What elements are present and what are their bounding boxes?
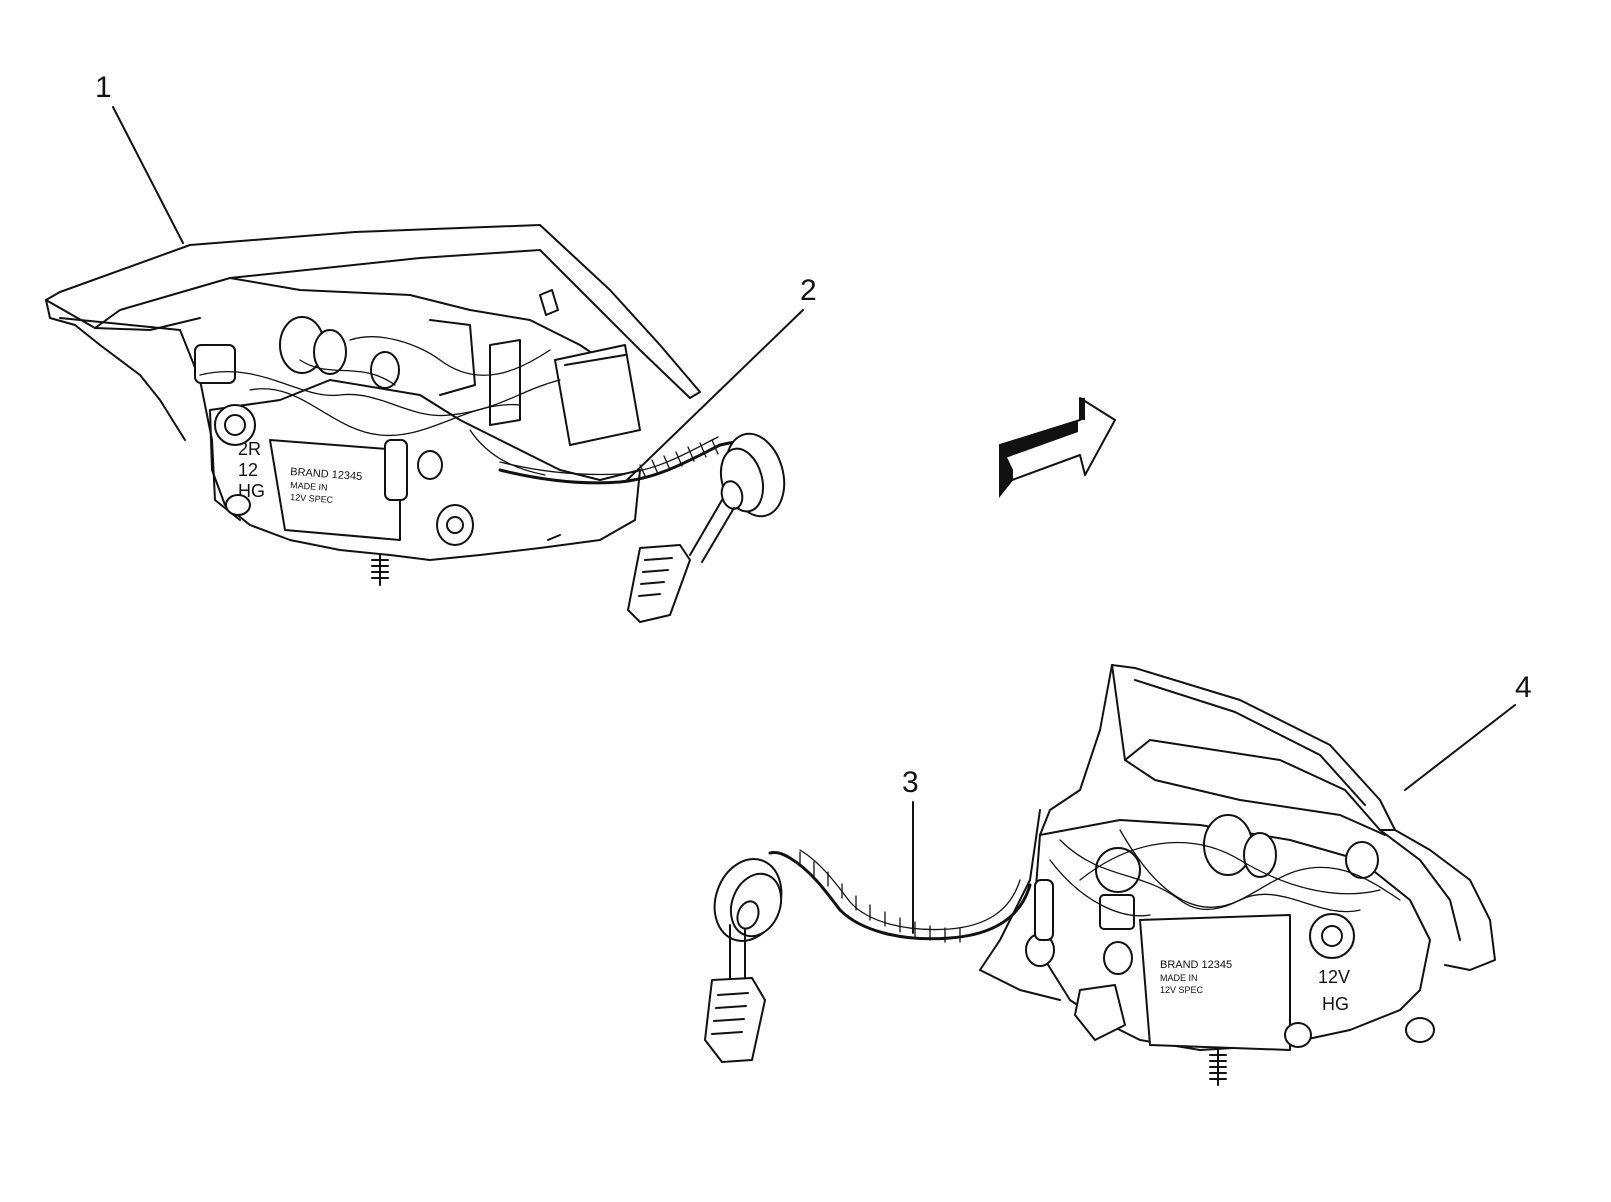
right-lamp-text-hg: HG <box>1322 994 1349 1014</box>
svg-text:MADE IN: MADE IN <box>290 480 328 493</box>
left-wiring-harness <box>498 432 786 623</box>
right-headlamp-assembly: BRAND 12345 MADE IN 12V SPEC 12V HG <box>979 664 1496 1086</box>
callout-1: 1 <box>95 71 184 244</box>
svg-text:12V SPEC: 12V SPEC <box>1160 985 1204 995</box>
callout-3: 3 <box>902 766 919 934</box>
right-lamp-text-12v: 12V <box>1318 967 1350 987</box>
left-headlamp-assembly: BRAND 12345 MADE IN 12V SPEC 2R 12 HG <box>45 224 701 586</box>
svg-text:BRAND 12345: BRAND 12345 <box>290 466 363 483</box>
right-wiring-harness <box>704 849 1032 1063</box>
callout-label-4: 4 <box>1515 671 1532 704</box>
callout-2: 2 <box>624 274 817 483</box>
callout-4: 4 <box>1404 671 1532 791</box>
svg-text:BRAND 12345: BRAND 12345 <box>1160 959 1232 971</box>
left-lamp-text-12: 12 <box>238 460 258 480</box>
callout-label-2: 2 <box>800 274 817 307</box>
callout-label-1: 1 <box>95 71 112 104</box>
svg-text:12V SPEC: 12V SPEC <box>290 492 334 505</box>
callout-label-3: 3 <box>902 766 919 799</box>
svg-text:MADE IN: MADE IN <box>1160 973 1198 983</box>
direction-arrow-icon <box>999 397 1116 498</box>
